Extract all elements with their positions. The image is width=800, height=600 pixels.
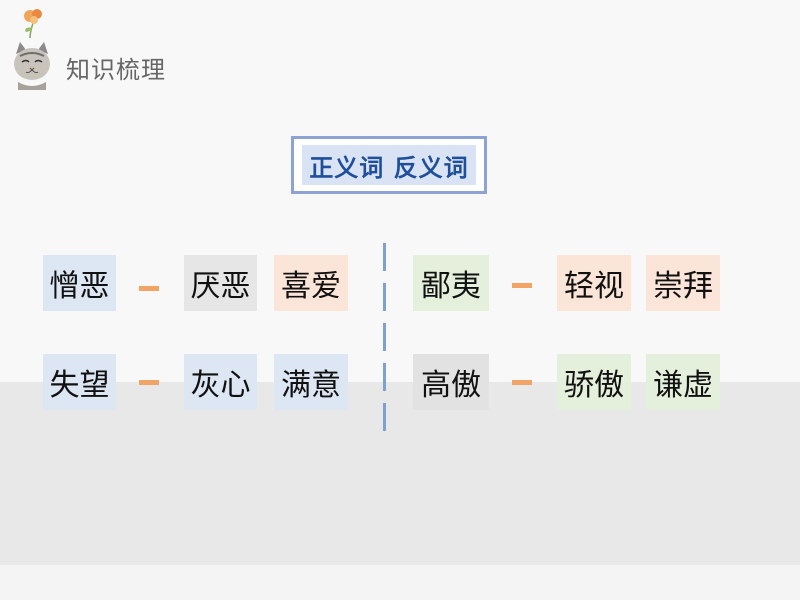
word-synonym: 灰心 — [184, 354, 257, 410]
section-header-label: 正义词 反义词 — [309, 153, 469, 182]
background-footer-strip — [0, 565, 800, 600]
word-antonym: 喜爱 — [274, 255, 348, 311]
section-header: 正义词 反义词 — [291, 136, 487, 194]
flower-icon — [24, 9, 42, 39]
dash-connector — [139, 286, 159, 291]
word-antonym: 崇拜 — [646, 255, 720, 311]
word-synonym: 厌恶 — [184, 255, 257, 311]
column-divider — [383, 243, 386, 431]
word-antonym: 谦虚 — [646, 354, 720, 410]
page-title: 知识梳理 — [66, 56, 166, 84]
word-main: 憎恶 — [43, 255, 116, 311]
word-antonym: 满意 — [274, 354, 348, 410]
dash-connector — [512, 380, 532, 385]
word-main: 高傲 — [413, 354, 489, 410]
word-synonym: 轻视 — [557, 255, 631, 311]
dash-connector — [512, 283, 532, 288]
word-main: 失望 — [43, 354, 116, 410]
word-synonym: 骄傲 — [557, 354, 631, 410]
cat-mascot-icon — [14, 9, 50, 90]
dash-connector — [139, 380, 159, 385]
background-bottom — [0, 382, 800, 600]
word-main: 鄙夷 — [413, 255, 489, 311]
